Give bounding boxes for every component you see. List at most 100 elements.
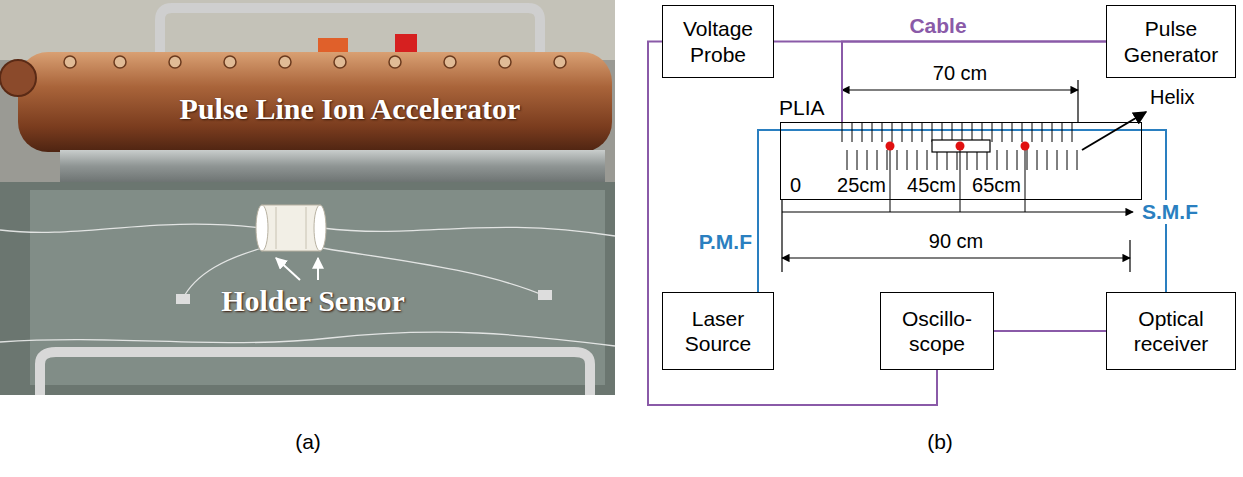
glass-table [0, 182, 615, 395]
instrument-box: Laser Source [662, 292, 774, 370]
helix-turn [917, 150, 918, 170]
helix-turn [1002, 122, 1003, 142]
position-line [960, 146, 961, 212]
helix-turn [1052, 122, 1053, 142]
connector-label: S.M.F [1140, 200, 1200, 224]
frame-bar [60, 150, 605, 182]
helix-turn [912, 122, 913, 142]
helix-turn [987, 150, 988, 170]
helix-turn [892, 122, 893, 142]
helix-turn [867, 150, 868, 170]
fiber-in-plia [780, 129, 1142, 131]
holder-flange [256, 205, 268, 251]
sensor-holder [262, 205, 320, 251]
instrument-box: Voltage Probe [662, 5, 774, 78]
photo-label: Pulse Line Ion Accelerator [180, 92, 521, 127]
accelerator-box: PLIA [780, 122, 1142, 200]
pipe-end [0, 60, 36, 96]
sensor-dot [956, 142, 965, 151]
helix-turn [962, 122, 963, 142]
position-line [890, 146, 891, 212]
bolt [554, 56, 566, 68]
part-label: Helix [1150, 86, 1194, 109]
helix-turn [907, 150, 908, 170]
node-label: Pulse Generator [1107, 16, 1235, 66]
helix-turn [922, 122, 923, 142]
helix-turn [972, 122, 973, 142]
optical-fiber [758, 130, 780, 292]
helix-turn [1032, 122, 1033, 142]
instrument-box: Optical receiver [1106, 292, 1236, 370]
cable [842, 42, 1106, 123]
copper-tube [18, 52, 612, 152]
helix-turn [857, 150, 858, 170]
photo-background [0, 0, 615, 395]
helix-turn [1057, 150, 1058, 170]
bottom-handle [40, 352, 590, 395]
connector-label: Cable [909, 14, 966, 38]
helix-turn [982, 122, 983, 142]
bolt [169, 56, 181, 68]
bolt [499, 56, 511, 68]
helix-pointer [1082, 112, 1146, 150]
position-line [1025, 146, 1026, 212]
position-axis [782, 211, 1133, 212]
dimension-label: 70 cm [933, 62, 987, 85]
helix-turn [1062, 122, 1063, 142]
dimension-tick [1129, 240, 1130, 272]
helix-turn [942, 122, 943, 142]
dimension-line [842, 89, 1078, 90]
bolt [279, 56, 291, 68]
helix-turn [902, 122, 903, 142]
dimension-tick [781, 200, 782, 272]
node-heading: PLIA [779, 95, 1139, 120]
helix-turn [952, 122, 953, 142]
helix-turn [1017, 150, 1018, 170]
panel-label: (a) [295, 430, 321, 454]
helix-turn [997, 150, 998, 170]
fiber [0, 332, 615, 346]
sensor-holder [932, 140, 990, 152]
position-label: 25cm [837, 174, 886, 197]
dimension-tick [1077, 80, 1078, 122]
fiber-connector [176, 294, 190, 304]
helix-turn [937, 150, 938, 170]
helix-turn [882, 122, 883, 142]
helix-turn [932, 122, 933, 142]
position-label: 45cm [907, 174, 956, 197]
helix-turn [842, 122, 843, 142]
helix-turn [927, 150, 928, 170]
helix-turn [957, 150, 958, 170]
helix-turn [977, 150, 978, 170]
panel-label: (b) [927, 430, 953, 454]
connector-label: P.M.F [699, 230, 752, 254]
helix-turn [1022, 122, 1023, 142]
bolt [64, 56, 76, 68]
bolt [334, 56, 346, 68]
dimension-line [782, 257, 1130, 258]
helix-turn [1012, 122, 1013, 142]
helix-turn [897, 150, 898, 170]
fiber-connector [538, 290, 552, 300]
helix-turn [852, 122, 853, 142]
node-label: Voltage Probe [663, 16, 773, 66]
bolt [444, 56, 456, 68]
helix-turn [1027, 150, 1028, 170]
helix-turn [862, 122, 863, 142]
helix-turn [1077, 150, 1078, 170]
fiber [322, 227, 615, 236]
holder-flange [314, 205, 326, 251]
position-label: 65cm [972, 174, 1021, 197]
helix-turn [1047, 150, 1048, 170]
helix-turn [1042, 122, 1043, 142]
leader-arrow [276, 258, 300, 280]
dimension-label: 90 cm [929, 230, 983, 253]
helix-turn [947, 150, 948, 170]
sensor-dot [1021, 142, 1030, 151]
photo-label: Holder Sensor [221, 284, 405, 319]
schematic [780, 80, 1146, 272]
helix-turn [877, 150, 878, 170]
instrument-box: Oscillo- scope [880, 292, 994, 370]
